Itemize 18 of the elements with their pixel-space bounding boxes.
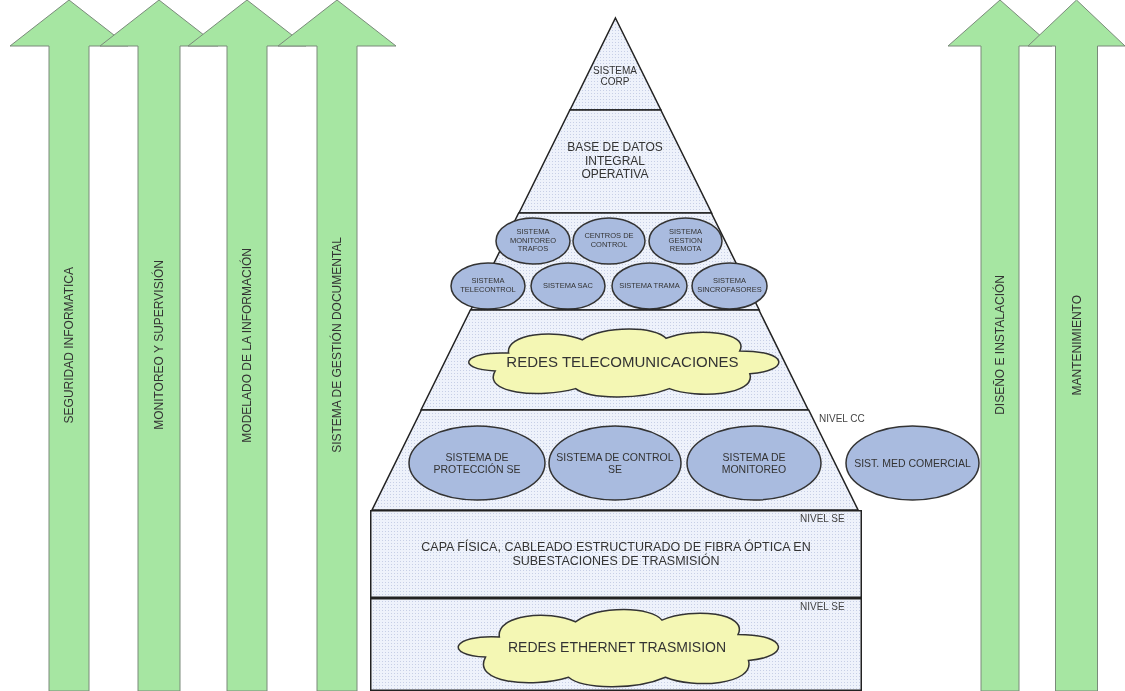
node-text: SISTEMA DE PROTECCIÓN SE: [432, 450, 522, 476]
node-text: SIST. MED COMERCIAL: [854, 456, 971, 470]
node-text: BASE DE DATOS INTEGRAL OPERATIVA: [566, 140, 664, 183]
arrow-label: MODELADO DE LA INFORMACIÓN: [240, 247, 254, 443]
node-text: REDES ETHERNET TRASMISION: [507, 638, 727, 656]
node-text: SISTEMA CORP: [592, 64, 638, 88]
arrow-label: SISTEMA DE GESTIÓN DOCUMENTAL: [330, 237, 344, 453]
node-text: CAPA FÍSICA, CABLEADO ESTRUCTURADO DE FIBRA ÓPTICA EN SUBESTACIONES DE TRASMISIÓN: [420, 539, 812, 569]
level-label: NIVEL SE: [800, 513, 845, 524]
arrow-label: MONITOREO Y SUPERVISIÓN: [152, 260, 166, 430]
arrow-label: MANTENIMIENTO: [1069, 294, 1084, 396]
level-label: NIVEL SE: [800, 601, 845, 612]
node-text: SISTEMA DE MONITOREO: [720, 450, 788, 476]
level-label: NIVEL CC: [819, 413, 865, 424]
arrow-label: DISEÑO E INSTALACIÓN: [993, 275, 1007, 415]
node-text: SISTEMA DE CONTROL SE: [555, 450, 675, 476]
arrow-label: SEGURIDAD INFORMATICA: [62, 266, 76, 424]
node-text: REDES TELECOMUNICACIONES: [506, 353, 739, 371]
